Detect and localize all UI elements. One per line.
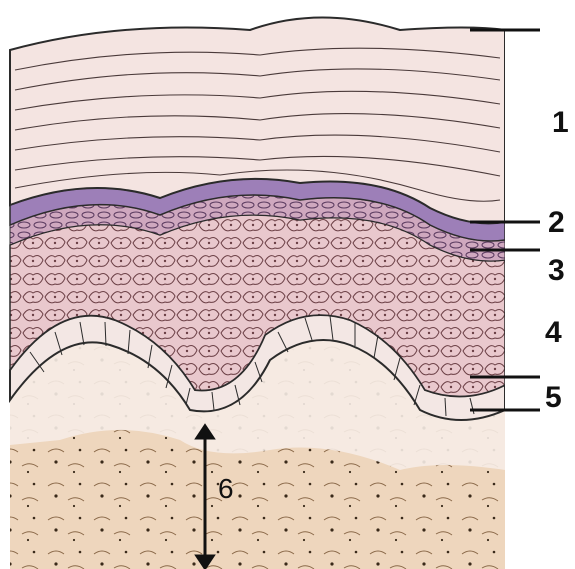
label-6: 6 [218,473,234,504]
tissue-layers [10,18,505,569]
label-4: 4 [545,316,562,349]
label-2: 2 [548,206,565,239]
label-3: 3 [548,254,565,287]
label-1: 1 [552,106,569,139]
label-5: 5 [545,381,562,414]
